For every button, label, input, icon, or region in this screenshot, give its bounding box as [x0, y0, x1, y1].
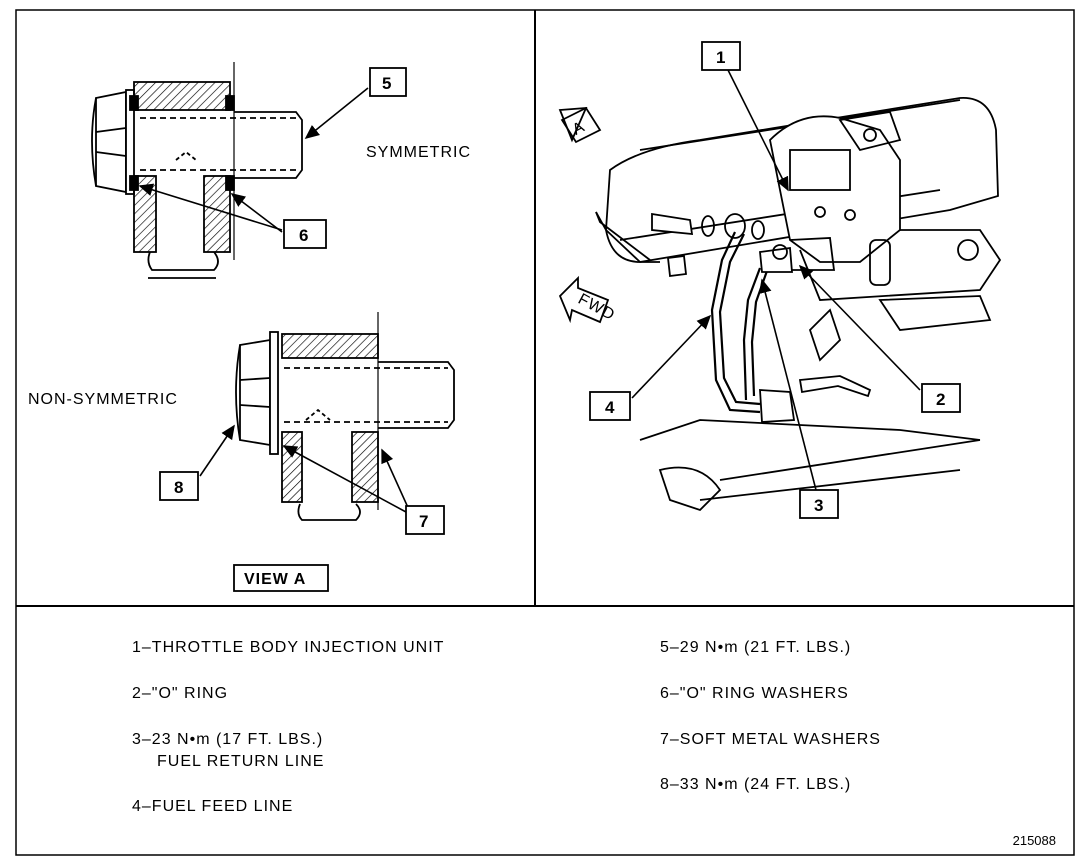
legend-item-2: 2–"O" RING [132, 685, 229, 702]
legend-item-6: 6–"O" RING WASHERS [660, 685, 849, 702]
callout-box-5: 5 [369, 67, 407, 97]
symmetric-label: SYMMETRIC [366, 144, 471, 161]
view-a-direction-arrow [558, 106, 602, 144]
non-symmetric-label: NON-SYMMETRIC [28, 391, 178, 408]
svg-text:6: 6 [299, 226, 308, 245]
legend-item-7: 7–SOFT METAL WASHERS [660, 731, 881, 748]
legend-item-8: 8–33 N•m (24 FT. LBS.) [660, 776, 852, 793]
callout-box-3: 3 [799, 489, 839, 519]
callout-box-7: 7 [405, 505, 445, 535]
callout-box-6: 6 [283, 219, 327, 249]
callout-box-4: 4 [589, 391, 631, 421]
svg-text:3: 3 [814, 496, 823, 515]
svg-text:8: 8 [174, 478, 183, 497]
legend-item-1: 1–THROTTLE BODY INJECTION UNIT [132, 639, 445, 656]
engine-assembly-drawing [595, 97, 1002, 512]
legend-item-3-desc: FUEL RETURN LINE [157, 753, 325, 770]
legend-item-3: 3–23 N•m (17 FT. LBS.) [132, 731, 324, 748]
svg-text:5: 5 [382, 74, 391, 93]
figure-number: 215088 [1012, 833, 1056, 848]
legend-item-5: 5–29 N•m (21 FT. LBS.) [660, 639, 852, 656]
leader-lines [138, 69, 921, 513]
view-a-label: VIEW A [244, 571, 306, 588]
symmetric-fitting-drawing [91, 62, 303, 279]
svg-text:2: 2 [936, 390, 945, 409]
figure-frame [15, 9, 1075, 856]
legend-item-4: 4–FUEL FEED LINE [132, 798, 294, 815]
fwd-arrow [558, 275, 610, 324]
callout-box-2: 2 [921, 383, 961, 413]
callout-box-1: 1 [701, 41, 741, 71]
svg-text:4: 4 [605, 398, 615, 417]
non-symmetric-fitting-drawing [235, 312, 455, 521]
svg-text:1: 1 [716, 48, 725, 67]
svg-text:7: 7 [419, 512, 428, 531]
view-a-label-box: VIEW A [233, 564, 329, 592]
callout-box-8: 8 [159, 471, 199, 501]
